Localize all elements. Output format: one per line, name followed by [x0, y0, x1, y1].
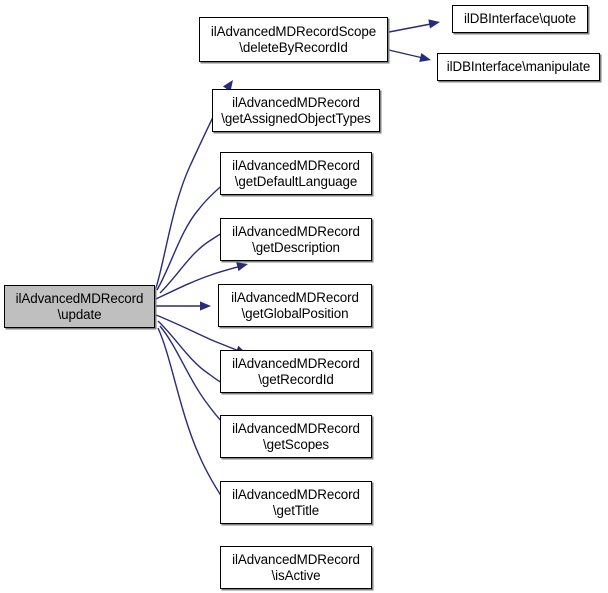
- node-label-line1: ilAdvancedMDRecord: [231, 289, 359, 305]
- node-label-line2: \getAssignedObjectTypes: [221, 110, 371, 126]
- node-label-line1: ilDBInterface\manipulate: [446, 59, 591, 75]
- node-root[interactable]: ilAdvancedMDRecord\update: [4, 285, 155, 328]
- node-get-default-language[interactable]: ilAdvancedMDRecord\getDefaultLanguage: [220, 152, 372, 195]
- arrowhead-get-description: [236, 262, 248, 272]
- node-label-line2: \getDefaultLanguage: [234, 173, 358, 189]
- node-get-global-position[interactable]: ilAdvancedMDRecord\getGlobalPosition: [218, 284, 372, 327]
- node-label-line1: ilAdvancedMDRecord: [232, 94, 360, 110]
- arrowhead-get-global-position: [200, 301, 211, 311]
- node-label-line2: \isActive: [271, 567, 321, 583]
- node-db-manipulate[interactable]: ilDBInterface\manipulate: [437, 53, 600, 81]
- node-label-line2: \deleteByRecordId: [239, 39, 348, 55]
- node-label-line2: \getGlobalPosition: [241, 305, 349, 321]
- node-label-line2: \getRecordId: [258, 371, 334, 387]
- edge-delete-to-db-quote: [388, 22, 437, 33]
- node-label-line1: ilDBInterface\quote: [464, 11, 576, 27]
- node-delete-by-record-id[interactable]: ilAdvancedMDRecordScope\deleteByRecordId: [199, 17, 388, 62]
- edge-root-to-get-description: [155, 264, 246, 300]
- node-label-line2: \getTitle: [272, 502, 320, 518]
- edge-root-to-get-record-id: [155, 314, 245, 354]
- node-get-description[interactable]: ilAdvancedMDRecord\getDescription: [220, 218, 372, 261]
- node-label-line1: ilAdvancedMDRecord: [232, 486, 360, 502]
- node-db-quote[interactable]: ilDBInterface\quote: [452, 5, 588, 33]
- node-label-line1: ilAdvancedMDRecord: [232, 551, 360, 567]
- node-label-line1: ilAdvancedMDRecord: [232, 355, 360, 371]
- node-label-line2: \update: [57, 306, 102, 322]
- node-label-line1: ilAdvancedMDRecord: [15, 290, 144, 306]
- arrowhead-db-manipulate: [419, 53, 431, 63]
- node-label-line1: ilAdvancedMDRecord: [232, 420, 360, 436]
- node-label-line1: ilAdvancedMDRecordScope: [210, 23, 377, 39]
- node-label-line1: ilAdvancedMDRecord: [232, 157, 360, 173]
- node-is-active[interactable]: ilAdvancedMDRecord\isActive: [220, 546, 372, 589]
- node-get-scopes[interactable]: ilAdvancedMDRecord\getScopes: [220, 415, 372, 458]
- arrowhead-delete-by-record-id: [222, 80, 233, 92]
- node-get-record-id[interactable]: ilAdvancedMDRecord\getRecordId: [220, 350, 372, 393]
- node-label-line1: ilAdvancedMDRecord: [232, 223, 360, 239]
- arrowhead-db-quote: [428, 19, 440, 29]
- node-get-assigned-object-types[interactable]: ilAdvancedMDRecord\getAssignedObjectType…: [212, 89, 380, 132]
- node-label-line2: \getScopes: [263, 436, 329, 452]
- node-get-title[interactable]: ilAdvancedMDRecord\getTitle: [220, 481, 372, 524]
- node-label-line2: \getDescription: [252, 239, 340, 255]
